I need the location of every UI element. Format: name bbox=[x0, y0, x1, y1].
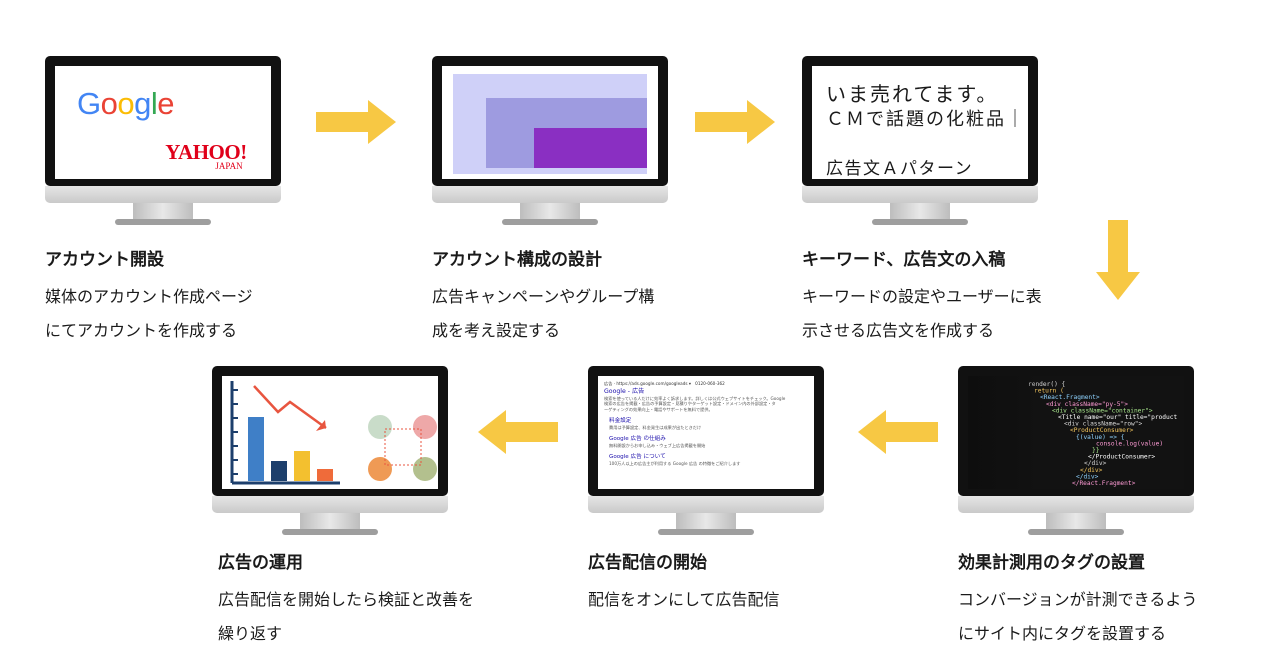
ad-body: 検索を使っている人だけに効率よく訴求します。詳しくは公式ウェブサイトをチェック。… bbox=[604, 395, 786, 412]
step-caption: 効果計測用のタグの設置 コンバージョンが計測できるようにサイト内にタグを設置する bbox=[958, 551, 1278, 651]
ad-copy-line-1: いま売れてます。 bbox=[826, 82, 999, 106]
step-caption: アカウント構成の設計 広告キャンペーンやグループ構成を考え設定する bbox=[432, 248, 752, 348]
ad-copy-line-3: 広告文Ａパターン bbox=[826, 159, 974, 179]
step-caption: 広告の運用 広告配信を開始したら検証と改善を繰り返す bbox=[218, 551, 538, 651]
step-description: 広告配信を開始したら検証と改善を繰り返す bbox=[218, 590, 475, 643]
code-editor-image: render() {return (<React.Fragment><div c… bbox=[968, 376, 1184, 489]
step-caption: 広告配信の開始 配信をオンにして広告配信 bbox=[588, 551, 908, 617]
step-description: 配信をオンにして広告配信 bbox=[588, 590, 780, 609]
monitor-ad-operation bbox=[212, 366, 448, 536]
flow-arrow-right bbox=[316, 100, 396, 144]
step-title: 広告配信の開始 bbox=[588, 553, 707, 573]
downtrend-arrow-head bbox=[316, 420, 326, 431]
step-title: 効果計測用のタグの設置 bbox=[958, 553, 1145, 573]
step-title: アカウント構成の設計 bbox=[432, 250, 602, 270]
step-description: 媒体のアカウント作成ページにてアカウントを作成する bbox=[45, 287, 253, 340]
monitor-screen: 広告 · https://ads.google.com/googleads ▾ … bbox=[598, 376, 814, 489]
monitor-account-open: Google YAHOO! JAPAN bbox=[45, 56, 281, 226]
ad-copy-line-2: ＣＭで話題の化粧品｜ bbox=[826, 109, 1026, 130]
yahoo-logo-sub: JAPAN bbox=[215, 161, 243, 171]
circle-link-box bbox=[384, 428, 422, 466]
google-logo: Google bbox=[77, 86, 175, 121]
monitor-screen: いま売れてます。 ＣＭで話題の化粧品｜ 広告文Ａパターン bbox=[812, 66, 1028, 179]
step-title: 広告の運用 bbox=[218, 553, 303, 573]
ad-url: 広告 · https://ads.google.com/googleads ▾ … bbox=[604, 381, 725, 386]
flow-arrow-left bbox=[858, 410, 938, 454]
ad-sitelink[interactable]: Google 広告 の仕組み 無料開設からお申し込み・ウェブ上広告掲載を開始 bbox=[609, 435, 706, 448]
step-caption: キーワード、広告文の入稿 キーワードの設定やユーザーに表示させる広告文を作成する bbox=[802, 248, 1122, 348]
operation-chart bbox=[230, 381, 437, 485]
idea-circle bbox=[413, 415, 437, 439]
monitor-screen: Google YAHOO! JAPAN bbox=[55, 66, 271, 179]
monitor-screen bbox=[442, 66, 658, 179]
step-title: アカウント開設 bbox=[45, 250, 164, 270]
monitor-tag-setup: render() {return (<React.Fragment><div c… bbox=[958, 366, 1194, 536]
idea-circle bbox=[413, 457, 437, 481]
ad-sitelink[interactable]: Google 広告 について 100万人以上の広告主が利用する Google 広… bbox=[609, 453, 741, 466]
step-title: キーワード、広告文の入稿 bbox=[802, 250, 1006, 270]
ad-headline: Google - 広告 bbox=[604, 387, 645, 395]
chart-bar bbox=[248, 417, 264, 481]
flow-arrow-right bbox=[695, 100, 775, 144]
monitor-screen: render() {return (<React.Fragment><div c… bbox=[968, 376, 1184, 489]
monitor-keyword-ad: いま売れてます。 ＣＭで話題の化粧品｜ 広告文Ａパターン bbox=[802, 56, 1038, 226]
yahoo-logo: YAHOO! JAPAN bbox=[151, 142, 261, 171]
chart-bar bbox=[294, 451, 310, 481]
ad-sitelink[interactable]: 料金設定 費用は予算設定、料金発生は成果が出たときだけ bbox=[609, 418, 702, 431]
step-description: 広告キャンペーンやグループ構成を考え設定する bbox=[432, 287, 655, 340]
monitor-account-structure bbox=[432, 56, 668, 226]
monitor-ad-delivery: 広告 · https://ads.google.com/googleads ▾ … bbox=[588, 366, 824, 536]
idea-circle bbox=[368, 415, 392, 439]
yahoo-logo-text: YAHOO! bbox=[165, 140, 247, 164]
step-description: コンバージョンが計測できるようにサイト内にタグを設置する bbox=[958, 590, 1198, 643]
step-description: キーワードの設定やユーザーに表示させる広告文を作成する bbox=[802, 287, 1042, 340]
flow-arrow-down bbox=[1096, 220, 1140, 300]
downtrend-arrow bbox=[253, 385, 327, 430]
structure-box-inner bbox=[534, 128, 647, 168]
step-caption: アカウント開設 媒体のアカウント作成ページにてアカウントを作成する bbox=[45, 248, 365, 348]
monitor-screen bbox=[222, 376, 438, 489]
idea-circle bbox=[368, 457, 392, 481]
search-ad-preview: 広告 · https://ads.google.com/googleads ▾ … bbox=[604, 381, 810, 466]
flow-arrow-left bbox=[478, 410, 558, 454]
chart-bar bbox=[271, 461, 287, 481]
chart-bar bbox=[317, 469, 333, 481]
